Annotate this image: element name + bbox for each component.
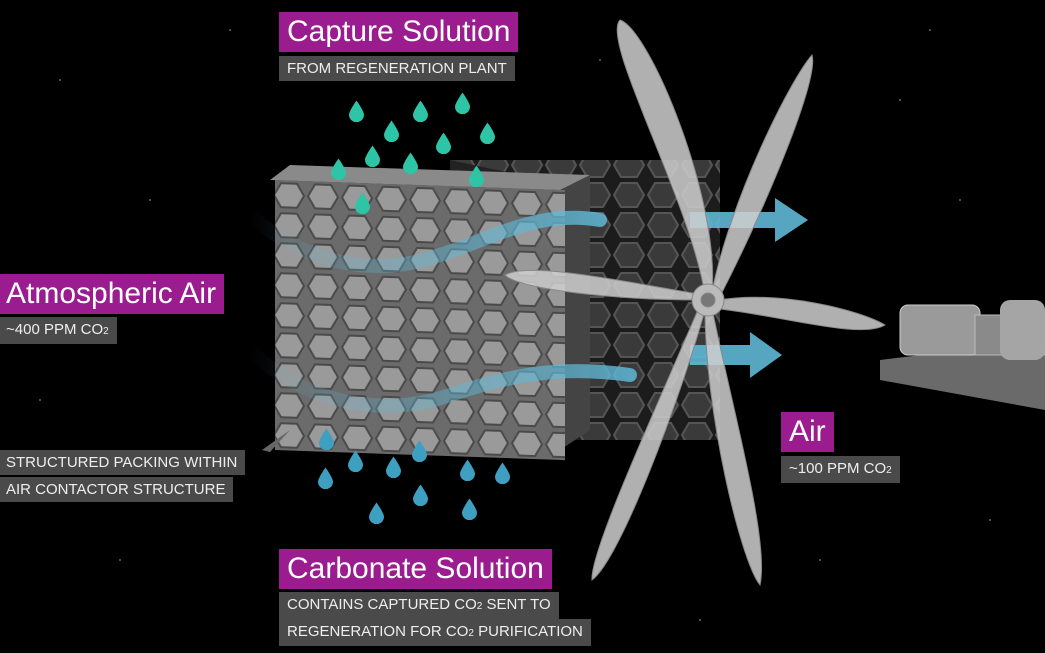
air-title: Air [781,412,834,452]
packing-callout-pointer [262,430,290,452]
capture-solution-subtitle: FROM REGENERATION PLANT [279,56,515,81]
carbonate-subtitle-line2: REGENERATION FOR CO2 PURIFICATION [279,619,591,646]
atmospheric-air-title: Atmospheric Air [0,274,225,314]
packing-label-line2: AIR CONTACTOR STRUCTURE [0,477,234,502]
carbonate-subtitle-line1: CONTAINS CAPTURED CO2 SENT TO [279,592,559,619]
carbonate-solution-title: Carbonate Solution [279,549,552,589]
airflow-arrow-icon [243,198,808,413]
motor-icon [880,300,1045,410]
packing-label-line1: STRUCTURED PACKING WITHIN [0,450,246,475]
structured-packing-block [270,165,590,461]
star-field [39,29,991,621]
atmospheric-air-subtitle: ~400 PPM CO2 [0,317,117,344]
air-subtitle: ~100 PPM CO2 [781,456,900,483]
capture-solution-title: Capture Solution [279,12,519,52]
fan-icon [504,19,886,587]
